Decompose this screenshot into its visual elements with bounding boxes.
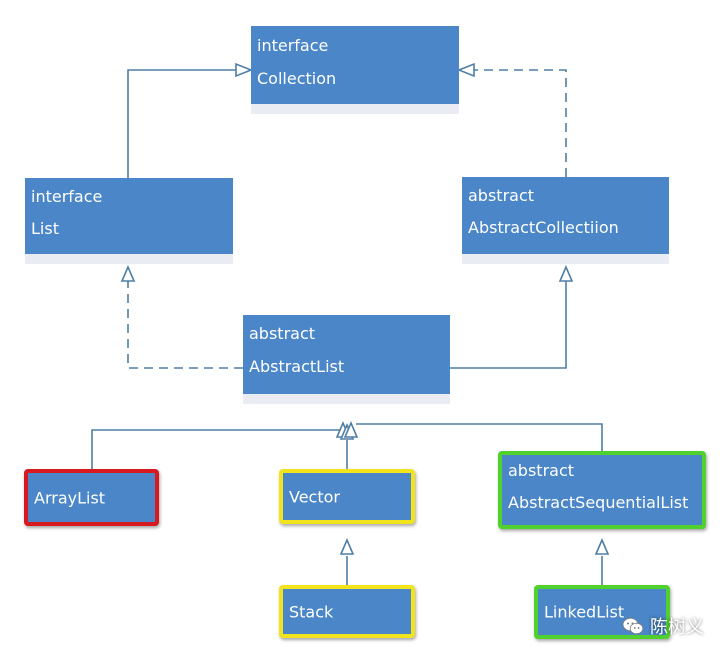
node-abstract-list-name: AbstractList bbox=[249, 357, 345, 376]
edge-abstractlist-to-abstractcollection bbox=[450, 280, 567, 369]
node-vector: Vector bbox=[279, 469, 415, 524]
arrowhead-list bbox=[120, 264, 136, 282]
edge-abstractlist-to-list bbox=[127, 280, 243, 369]
node-array-list-name: ArrayList bbox=[34, 488, 106, 507]
node-stack: Stack bbox=[279, 585, 415, 638]
arrowhead-vector bbox=[339, 537, 355, 555]
watermark-text: 陈树义 bbox=[650, 617, 704, 638]
arrowhead-abstractcollection bbox=[558, 264, 574, 282]
node-collection-name: Collection bbox=[257, 69, 337, 88]
edge-list-to-collection bbox=[127, 69, 240, 178]
edge-abstractsequentiallist-to-abstractlist bbox=[356, 423, 603, 452]
edge-abstractcollection-to-collection bbox=[470, 69, 567, 177]
node-abstract-list: abstract AbstractList bbox=[243, 315, 450, 404]
node-list-name: List bbox=[31, 219, 59, 238]
node-abstract-sequential-list: abstract AbstractSequentialList bbox=[498, 451, 706, 529]
node-linked-list-name: LinkedList bbox=[544, 602, 625, 622]
node-abstract-sequential-list-name: AbstractSequentialList bbox=[508, 493, 689, 512]
node-abstract-collection-stereotype: abstract bbox=[468, 186, 535, 205]
arrowhead-abstractlist-3 bbox=[343, 420, 359, 438]
watermark: 陈树义 bbox=[622, 613, 704, 639]
edge-arraylist-to-abstractlist bbox=[91, 429, 340, 470]
node-collection: interface Collection bbox=[251, 26, 459, 114]
node-list-stereotype: interface bbox=[31, 187, 103, 206]
node-stack-name: Stack bbox=[289, 602, 334, 621]
wechat-icon bbox=[622, 617, 644, 635]
node-abstract-sequential-list-stereotype: abstract bbox=[508, 461, 575, 480]
arrowhead-collection-left bbox=[235, 62, 254, 78]
node-list: interface List bbox=[25, 178, 233, 264]
node-collection-stereotype: interface bbox=[257, 36, 329, 55]
node-vector-name: Vector bbox=[289, 487, 340, 506]
node-linked-list: LinkedList bbox=[534, 585, 670, 639]
node-abstract-collection-name: AbstractCollectiion bbox=[468, 218, 619, 237]
arrowhead-abstractsequentiallist bbox=[594, 537, 610, 555]
node-array-list: ArrayList bbox=[24, 469, 159, 526]
node-abstract-list-stereotype: abstract bbox=[249, 324, 316, 343]
arrowhead-collection-right bbox=[456, 62, 475, 78]
node-abstract-collection: abstract AbstractCollectiion bbox=[462, 177, 669, 264]
